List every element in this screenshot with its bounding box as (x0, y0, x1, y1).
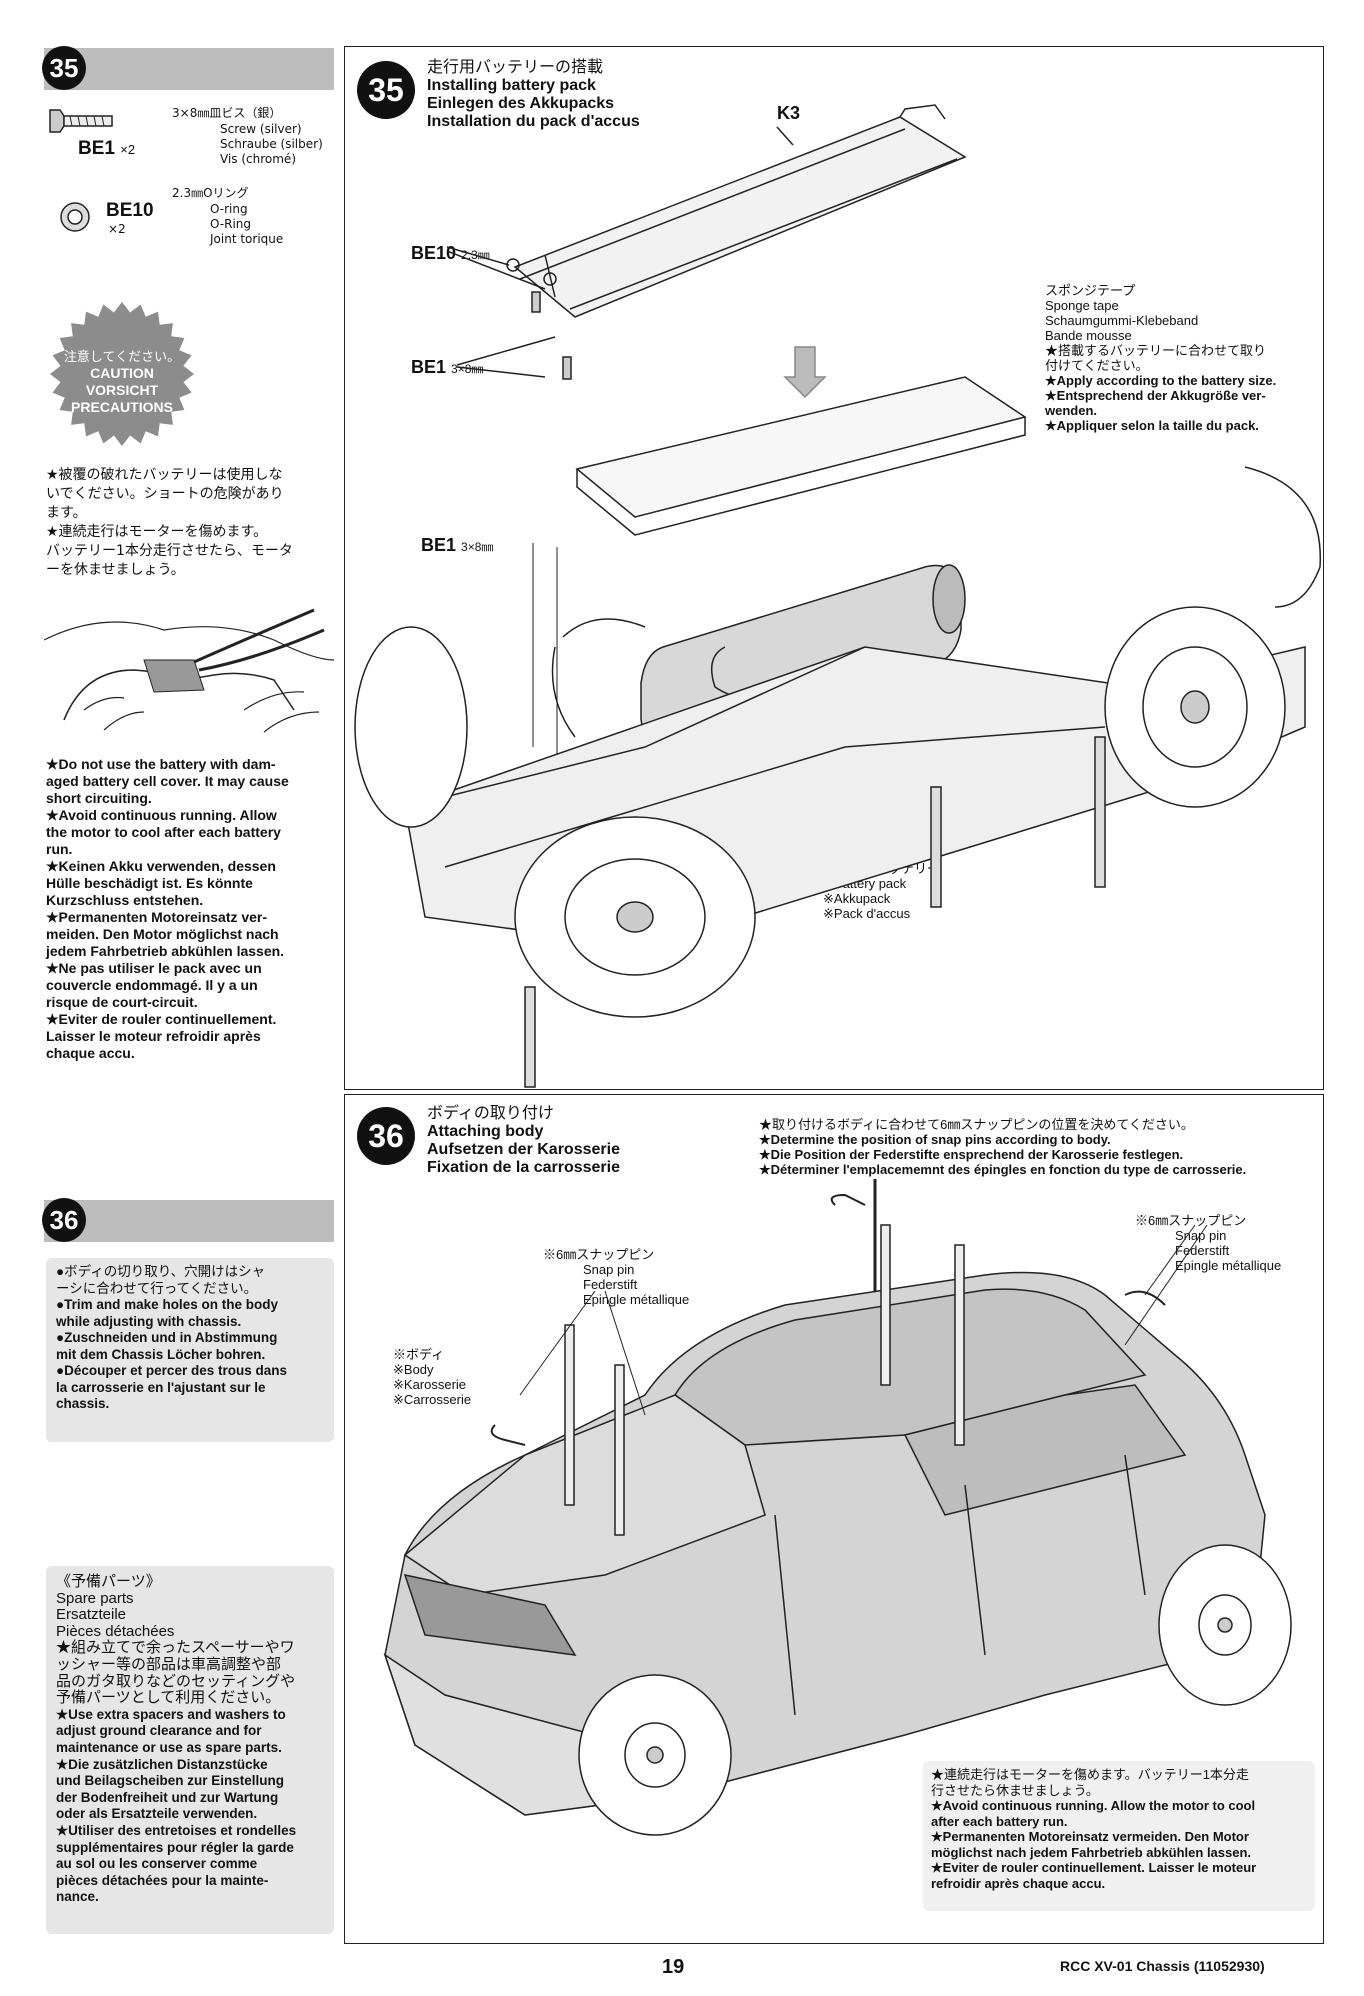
step35-panel-badge: 35 (357, 61, 415, 119)
step36-panel-badge: 36 (357, 1107, 415, 1165)
step36-header-bar (44, 1200, 334, 1242)
be1-callout-top: BE1 3×8㎜ (411, 357, 484, 377)
be1-code: BE1 (78, 138, 115, 159)
caution-badge-icon (50, 302, 194, 446)
be1-names: Screw (silver) Schraube (silber) Vis (ch… (220, 122, 323, 166)
step35-header-bar (44, 48, 334, 90)
be1-callout-bottom: BE1 3×8㎜ (421, 535, 494, 555)
hands-connecting-battery-illustration (44, 608, 334, 733)
step36-panel: 36 ボディの取り付け Attaching body Aufsetzen der… (344, 1094, 1324, 1944)
step36-bottom-note-box (923, 1761, 1315, 1911)
page-number: 19 (662, 1956, 685, 1978)
be1-qty: ×2 (120, 142, 136, 157)
step36-bottom-note: ★連続走行はモーターを傷めます。バッテリー1本分走 行させたら休ませましょう。 … (931, 1767, 1257, 1891)
spare-parts-box (46, 1566, 334, 1934)
footer-title: RCC XV-01 Chassis (11052930) (1060, 1958, 1265, 1974)
snap-pin-left-label: ※6㎜スナップピン Snap pin Federstift Epingle mé… (543, 1247, 690, 1307)
step36-instructions: ★取り付けるボディに合わせて6㎜スナップピンの位置を決めてください。 ★Dete… (759, 1117, 1247, 1177)
caution-badge-text: 注意してください。 CAUTION VORSICHT PRECAUTIONS (63, 349, 181, 415)
o-ring-icon (60, 202, 90, 232)
step35-badge: 35 (42, 46, 86, 90)
car-body-illustration (383, 1179, 1292, 1836)
step35-title: 走行用バッテリーの搭載 Installing battery pack Einl… (427, 59, 640, 130)
be10-names: O-ring O-Ring Joint torique (210, 202, 284, 246)
caution-en: ★Do not use the battery with dam- aged b… (46, 756, 289, 1061)
screw-icon (49, 109, 113, 133)
be1-jp: 3×8㎜皿ビス（銀） (172, 106, 282, 120)
step36-side-note-box (46, 1258, 334, 1442)
step36-side-notes: ●ボディの切り取り、穴開けはシャ ーシに合わせて行ってください。 ●Trim a… (56, 1264, 287, 1411)
be10-jp: 2.3㎜Oリング (172, 186, 249, 200)
step36-title: ボディの取り付け Attaching body Aufsetzen der Ka… (427, 1105, 620, 1176)
snap-pin-right-label: ※6㎜スナップピン Snap pin Federstift Epingle mé… (1135, 1213, 1282, 1273)
be10-qty: ×2 (108, 222, 126, 236)
battery-installation-illustration (354, 104, 1322, 1088)
step35-panel: 35 走行用バッテリーの搭載 Installing battery pack E… (344, 46, 1324, 1090)
step36-badge: 36 (42, 1198, 86, 1242)
caution-jp: ★被覆の破れたバッテリーは使用しな いでください。ショートの危険があり ます。 … (46, 467, 293, 578)
k3-label: K3 (777, 103, 801, 123)
spare-parts-text: 《予備パーツ》 Spare parts Ersatzteile Pièces d… (56, 1573, 297, 1905)
body-label: ※ボディ ※Body ※Karosserie ※Carrosserie (393, 1347, 472, 1407)
sponge-tape-note: スポンジテープ Sponge tape Schaumgummi-Klebeban… (1045, 283, 1277, 433)
be10-code: BE10 (106, 200, 154, 221)
